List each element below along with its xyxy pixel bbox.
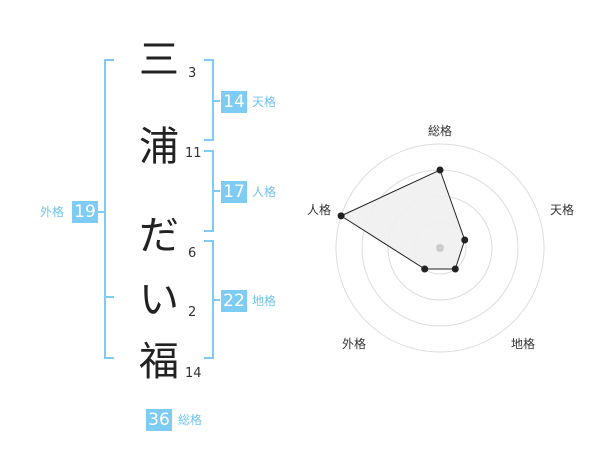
stroke-count-1: 3 [188, 66, 197, 81]
stroke-count-4: 2 [188, 305, 197, 320]
soukaku-badge: 36 [146, 409, 172, 431]
gaikaku-badge: 19 [72, 201, 98, 223]
radar-point-2 [461, 236, 469, 244]
chikaku-label: 地格 [252, 294, 277, 308]
name-char-1: 三 [139, 37, 179, 83]
radar-point-1 [436, 166, 444, 174]
name-char-4: い [139, 277, 179, 323]
name-char-2: 浦 [139, 124, 179, 170]
radar-label-soukaku: 総格 [428, 124, 453, 138]
name-char-3: だ [139, 213, 179, 259]
soukaku-label: 総格 [178, 413, 203, 427]
name-char-5: 福 [139, 339, 179, 385]
chikaku-badge: 22 [221, 290, 247, 312]
stroke-count-2: 11 [185, 146, 202, 161]
radar-label-tenkaku: 天格 [550, 203, 575, 217]
tenkaku-badge: 14 [221, 91, 247, 113]
gaikaku-label: 外格 [40, 205, 65, 219]
jinkaku-label: 人格 [252, 185, 277, 199]
radar-point-3 [451, 265, 459, 273]
radar-center-dot [436, 244, 444, 252]
stroke-count-3: 6 [188, 246, 197, 261]
radar-series-polygon [340, 169, 466, 270]
stroke-count-5: 14 [185, 366, 202, 381]
radar-label-jinkaku: 人格 [307, 203, 332, 217]
radar-label-chikaku: 地格 [511, 337, 536, 351]
radar-point-5 [337, 212, 345, 220]
radar-label-gaikaku: 外格 [342, 337, 367, 351]
tenkaku-label: 天格 [252, 95, 277, 109]
jinkaku-badge: 17 [221, 181, 247, 203]
radar-point-4 [421, 265, 429, 273]
radar-grid-ring [335, 143, 545, 353]
